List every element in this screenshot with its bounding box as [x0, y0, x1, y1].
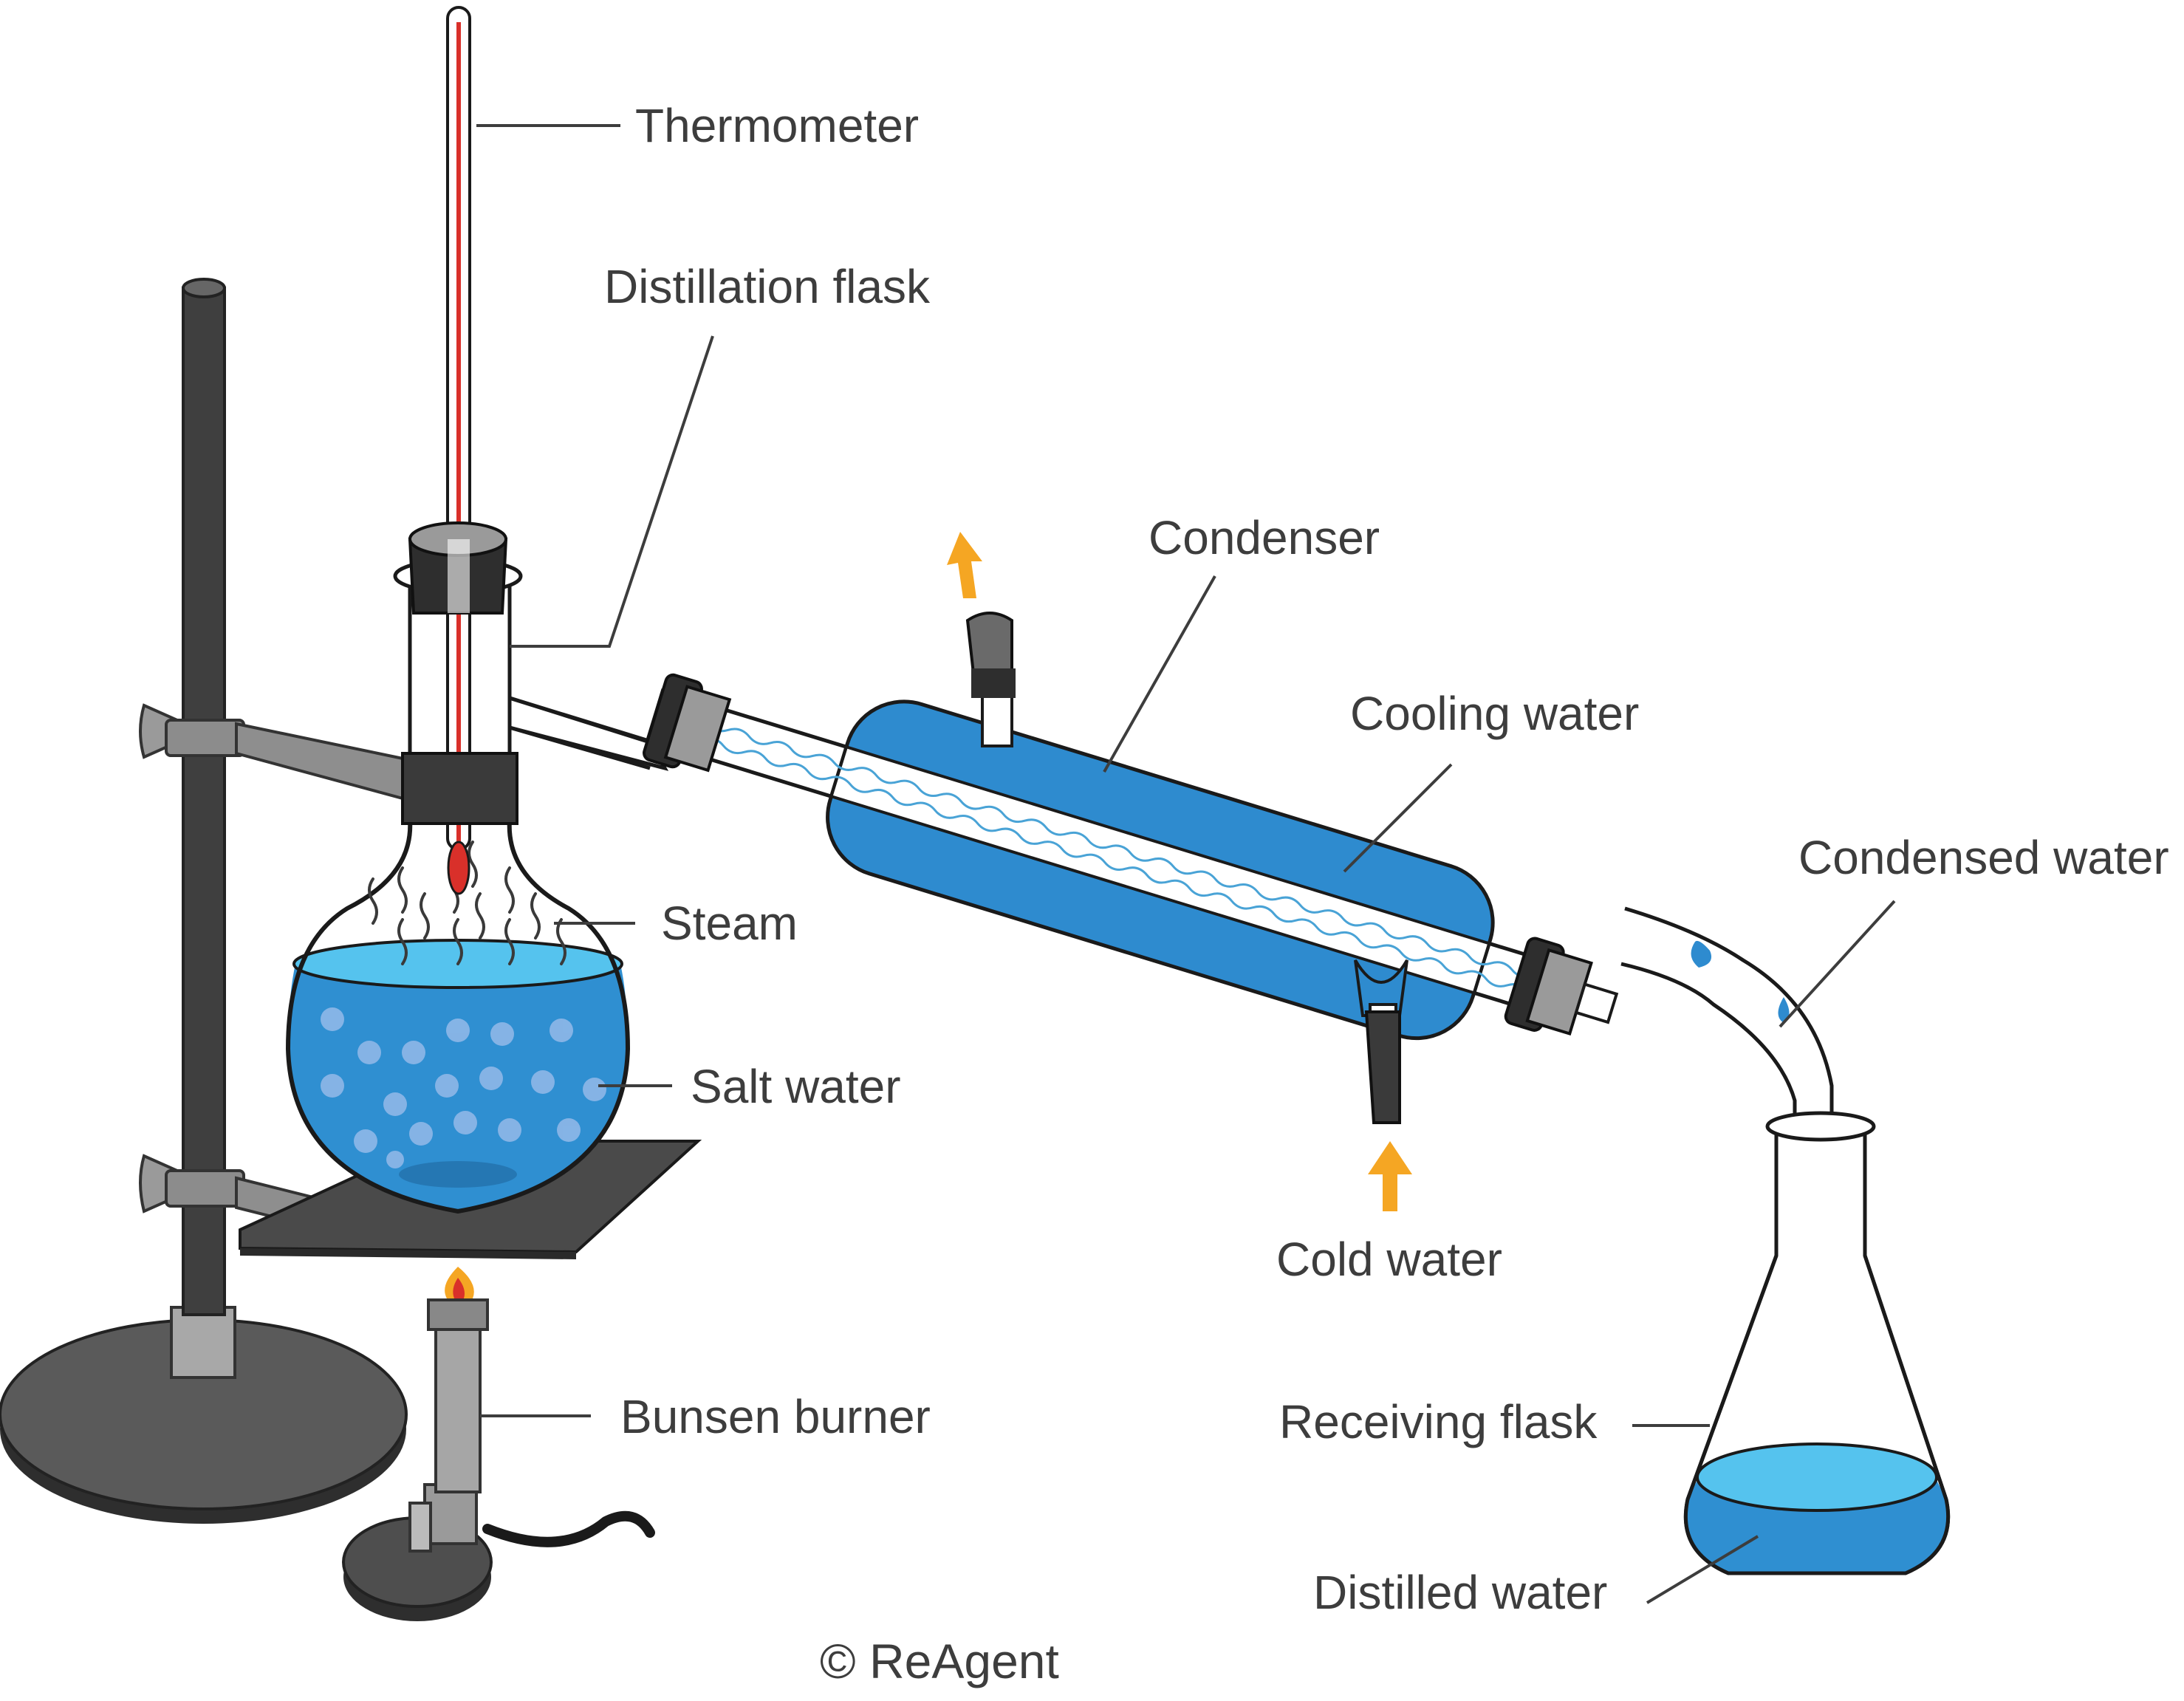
- label-receiving-flask: Receiving flask: [1279, 1395, 1598, 1448]
- neck-clamp: [401, 752, 518, 825]
- label-thermometer: Thermometer: [635, 99, 919, 152]
- label-condenser: Condenser: [1149, 511, 1380, 564]
- condenser: [643, 673, 1619, 1041]
- thermometer: [446, 6, 471, 895]
- label-distilled-water: Distilled water: [1313, 1566, 1607, 1619]
- water-flow-arrows: [947, 532, 1412, 1211]
- salt-water-bubbles: [321, 1007, 606, 1168]
- credit: © ReAgent: [820, 1634, 1059, 1688]
- label-salt-water: Salt water: [691, 1060, 901, 1113]
- retort-stand: [0, 278, 415, 1524]
- cooling-water-outlet: [965, 612, 1016, 747]
- label-cooling-water: Cooling water: [1350, 687, 1639, 740]
- stopper: [393, 521, 523, 615]
- label-bunsen-burner: Bunsen burner: [620, 1390, 931, 1443]
- cooling-water-inlet: [1354, 959, 1408, 1124]
- label-distillation-flask: Distillation flask: [604, 260, 931, 313]
- receiving-flask: [1683, 1111, 1951, 1575]
- bunsen-burner: [342, 1267, 655, 1621]
- label-cold-water: Cold water: [1276, 1233, 1502, 1286]
- label-steam: Steam: [661, 897, 798, 950]
- label-condensed-water: Condensed water: [1798, 831, 2169, 884]
- distillation-flask: [285, 574, 669, 1214]
- leader-lines: [476, 124, 1896, 1604]
